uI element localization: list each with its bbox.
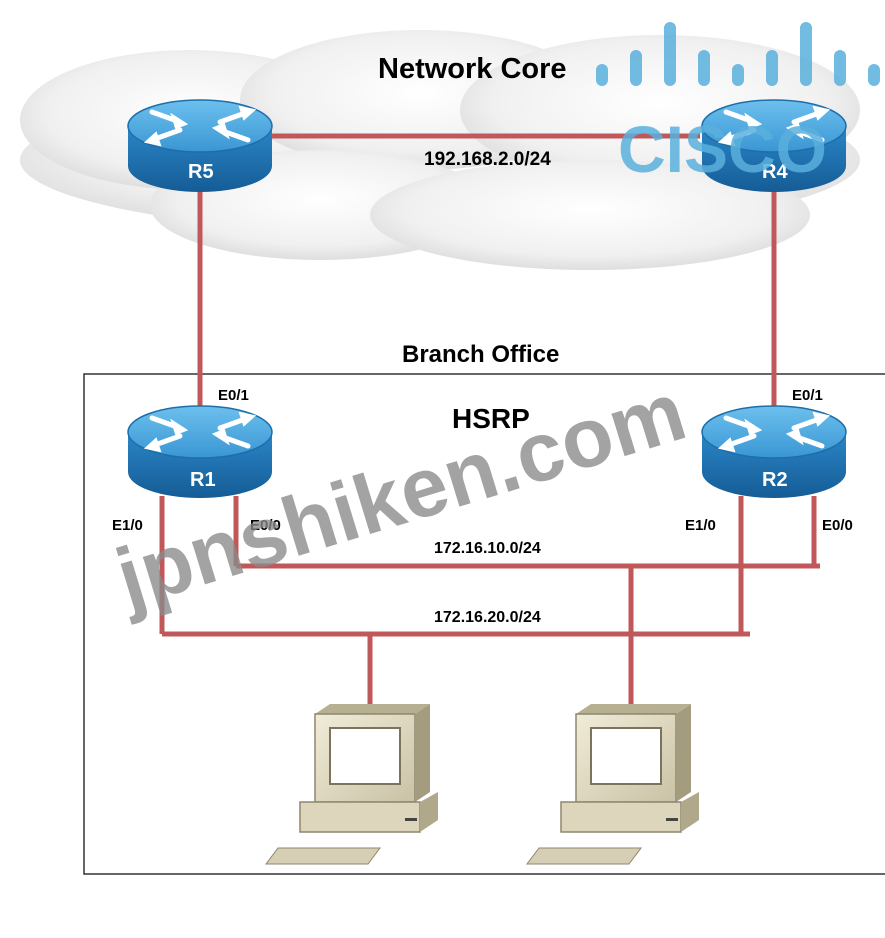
hsrp-label: HSRP [452,403,530,434]
pc-2[interactable] [526,703,700,865]
links [159,133,820,706]
router-r5-label: R5 [188,161,214,183]
branch-office-label: Branch Office [402,341,559,368]
r2-e0-1-label: E0/1 [792,387,823,404]
pc-1[interactable] [265,703,439,865]
r2-e0-0-label: E0/0 [822,517,853,534]
router-r4[interactable]: R4 [702,100,846,192]
r1-e0-0-label: E0/0 [250,517,281,534]
subnet-b-label: 172.16.20.0/24 [434,609,541,626]
router-r2[interactable]: R2 [702,406,846,498]
router-r1[interactable]: R1 [128,406,272,498]
r1-e0-1-label: E0/1 [218,387,249,404]
diagram-title: Network Core [378,53,567,85]
cisco-logo-watermark: CISCO [596,22,880,186]
subnet-a-label: 172.16.10.0/24 [434,540,541,557]
router-r1-label: R1 [190,469,216,491]
branch-office-boundary [83,373,885,875]
core-subnet-label: 192.168.2.0/24 [424,149,551,170]
router-r5[interactable]: R5 [128,100,272,192]
r2-e1-0-label: E1/0 [685,517,716,534]
cisco-logo-text: CISCO [618,112,827,186]
router-r2-label: R2 [762,469,788,491]
router-r4-label: R4 [762,161,788,183]
r1-e1-0-label: E1/0 [112,517,143,534]
